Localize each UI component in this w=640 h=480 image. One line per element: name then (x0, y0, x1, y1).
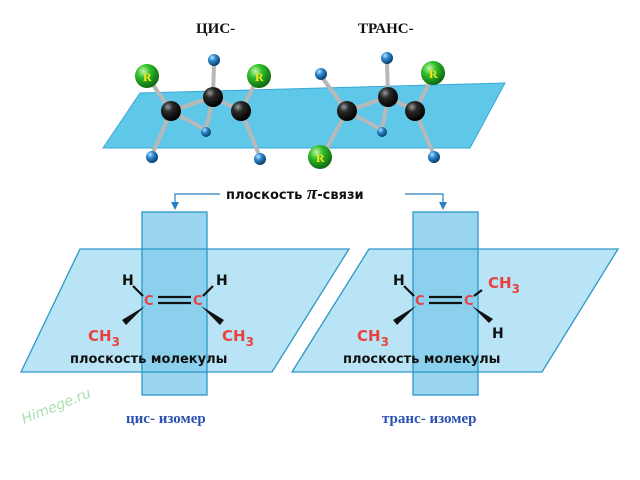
cis-wedge-bond (201, 306, 224, 325)
trans-ch3-bottom: CH3 (357, 327, 389, 349)
trans-carbon-ball (337, 101, 357, 121)
trans-hydrogen-ball (315, 68, 327, 80)
trans-caption: транс- изомер (382, 411, 476, 427)
cis-hydrogen-ball (208, 54, 220, 66)
cis-wedge-bond (122, 306, 145, 325)
cis-r-ball (247, 64, 271, 88)
cis-c-left: C (144, 294, 154, 309)
trans-plane-label: плоскость молекулы (343, 352, 500, 367)
trans-ch3-top: CH3 (488, 274, 520, 296)
trans-r-label: R (316, 151, 325, 165)
cis-h-left: H (122, 273, 134, 289)
cis-plane-label: плоскость молекулы (70, 352, 227, 367)
trans-r-label: R (429, 67, 438, 81)
trans-h-bottom: H (492, 326, 504, 342)
trans-hydrogen-ball (428, 151, 440, 163)
cis-h-right: H (216, 273, 228, 289)
trans-r-ball (421, 61, 445, 85)
pi-symbol: π (307, 183, 318, 204)
trans-c-right: C (464, 294, 474, 309)
cis-hydrogen-ball (254, 153, 266, 165)
cis-ch3-right: CH3 (222, 327, 254, 349)
cis-3d-model: R R (135, 54, 271, 165)
trans-r-ball (308, 145, 332, 169)
cis-r-ball (135, 64, 159, 88)
trans-carbon-ball (378, 87, 398, 107)
trans-title: ТРАНС- (358, 21, 414, 37)
cis-title: ЦИС- (196, 21, 235, 37)
cis-carbon-ball (161, 101, 181, 121)
cis-r-label: R (255, 70, 264, 84)
pi-plane-label: плоскость π-связи (226, 183, 364, 204)
cis-hydrogen-ball (201, 127, 211, 137)
cis-carbon-ball (231, 101, 251, 121)
cis-caption: цис- изомер (126, 411, 206, 427)
trans-panel: H H C C CH3 CH3 плоскость молекулы транс… (290, 211, 620, 427)
trans-c-left: C (415, 294, 425, 309)
trans-hydrogen-ball (381, 52, 393, 64)
cis-hydrogen-ball (146, 151, 158, 163)
trans-carbon-ball (405, 101, 425, 121)
cis-c-right: C (193, 294, 203, 309)
cis-carbon-ball (203, 87, 223, 107)
trans-hydrogen-ball (377, 127, 387, 137)
trans-wedge-bond (472, 306, 493, 323)
pi-plane-callout: плоскость π-связи (171, 183, 447, 210)
watermark: Himege.ru (20, 385, 94, 427)
trans-h-top: H (393, 273, 405, 289)
cis-r-label: R (143, 70, 152, 84)
cis-ch3-left: CH3 (88, 327, 120, 349)
trans-wedge-bond (393, 306, 416, 325)
trans-3d-model: R R (308, 52, 445, 169)
cis-panel: H H C C CH3 CH3 плоскость молекулы цис- … (19, 211, 351, 427)
